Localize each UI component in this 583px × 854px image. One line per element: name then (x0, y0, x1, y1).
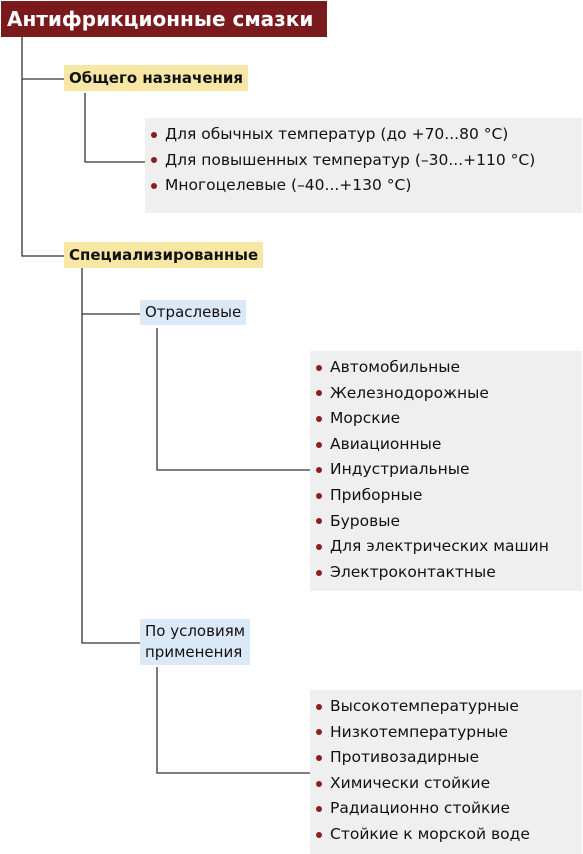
list-item: Железнодорожные (316, 381, 582, 407)
bullet-icon (316, 703, 322, 710)
list-item: Индустриальные (316, 457, 582, 483)
bullet-icon (151, 182, 157, 189)
connector-root-general (21, 37, 65, 80)
list-item: Стойкие к морской воде (316, 822, 582, 848)
bullet-icon (316, 780, 322, 787)
bullet-icon (316, 415, 322, 422)
list-item: Химически стойкие (316, 771, 582, 797)
list-item: Противозадирные (316, 745, 582, 771)
bullet-icon (316, 806, 322, 813)
node-general: Общего назначения (64, 65, 249, 91)
bullet-icon (316, 492, 322, 499)
bullet-icon (151, 131, 157, 138)
node-specialized: Специализированные (64, 242, 264, 268)
list-item: Низкотемпературные (316, 720, 582, 746)
node-industry: Отраслевые (140, 300, 247, 325)
general-list: Для обычных температур (до +70...80 °С) … (145, 118, 582, 213)
list-item: Авиационные (316, 432, 582, 458)
connector-industry-list (156, 328, 310, 471)
diagram-title: Антифрикционные смазки (1, 1, 327, 37)
list-item: Для электрических машин (316, 534, 582, 560)
conditions-list: Высокотемпературные Низкотемпературные П… (310, 690, 582, 854)
list-item: Для обычных температур (до +70...80 °С) (151, 122, 582, 148)
bullet-icon (151, 157, 157, 164)
bullet-icon (316, 390, 322, 397)
node-conditions-line1: По условиям (145, 622, 246, 640)
list-item: Морские (316, 406, 582, 432)
bullet-icon (316, 467, 322, 474)
bullet-icon (316, 441, 322, 448)
connector-root-specialized (21, 79, 65, 257)
list-item: Буровые (316, 509, 582, 535)
bullet-icon (316, 831, 322, 838)
list-item: Электроконтактные (316, 560, 582, 586)
bullet-icon (316, 543, 322, 550)
bullet-icon (316, 754, 322, 761)
node-conditions-line2: применения (145, 643, 243, 661)
connector-specialized-conditions (81, 314, 140, 644)
connector-specialized-industry (81, 268, 140, 315)
bullet-icon (316, 518, 322, 525)
bullet-icon (316, 364, 322, 371)
list-item: Радиационно стойкие (316, 796, 582, 822)
connector-general-list (84, 93, 148, 163)
list-item: Для повышенных температур (–30...+110 °С… (151, 148, 582, 174)
connector-conditions-list (156, 667, 310, 774)
bullet-icon (316, 729, 322, 736)
bullet-icon (316, 569, 322, 576)
node-conditions: По условиям применения (140, 619, 251, 665)
list-item: Приборные (316, 483, 582, 509)
list-item: Многоцелевые (–40...+130 °С) (151, 173, 582, 199)
list-item: Высокотемпературные (316, 694, 582, 720)
list-item: Автомобильные (316, 355, 582, 381)
industry-list: Автомобильные Железнодорожные Морские Ав… (310, 351, 582, 591)
